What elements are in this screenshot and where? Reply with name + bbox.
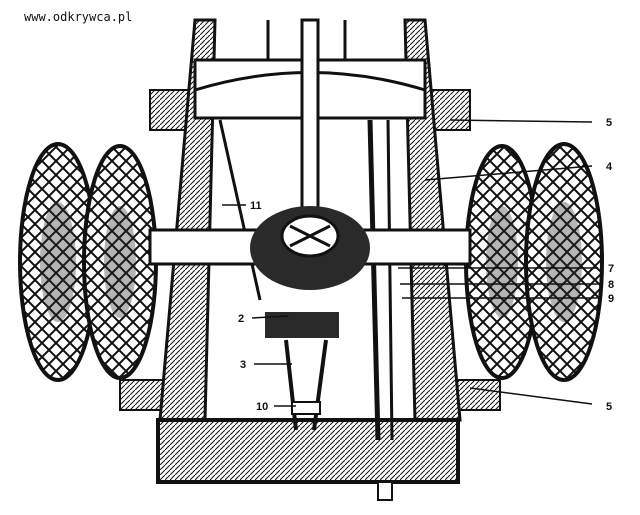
- right-spring-front: [429, 89, 471, 131]
- label-10: 10: [256, 401, 268, 413]
- label-4: 4: [606, 161, 613, 173]
- label-7: 7: [608, 263, 614, 275]
- watermark: www.odkrywca.pl: [24, 10, 133, 24]
- label-9: 9: [608, 293, 614, 305]
- label-5-bottom: 5: [606, 401, 612, 413]
- brake-linkage: [265, 312, 339, 431]
- left-spring-front: [149, 89, 191, 131]
- label-11: 11: [250, 200, 262, 212]
- rear-axle: [148, 206, 472, 290]
- left-wheels: [18, 142, 158, 382]
- label-2: 2: [238, 313, 244, 325]
- leader-lines: [222, 119, 598, 407]
- right-outer-tyre: [524, 142, 604, 382]
- drive-shaft: [300, 18, 320, 212]
- rear-crossmember: [156, 418, 460, 484]
- label-8: 8: [608, 279, 614, 291]
- tow-hook: [377, 481, 393, 501]
- label-5-top: 5: [606, 117, 612, 129]
- label-3: 3: [240, 359, 246, 371]
- right-wheels: [464, 142, 604, 382]
